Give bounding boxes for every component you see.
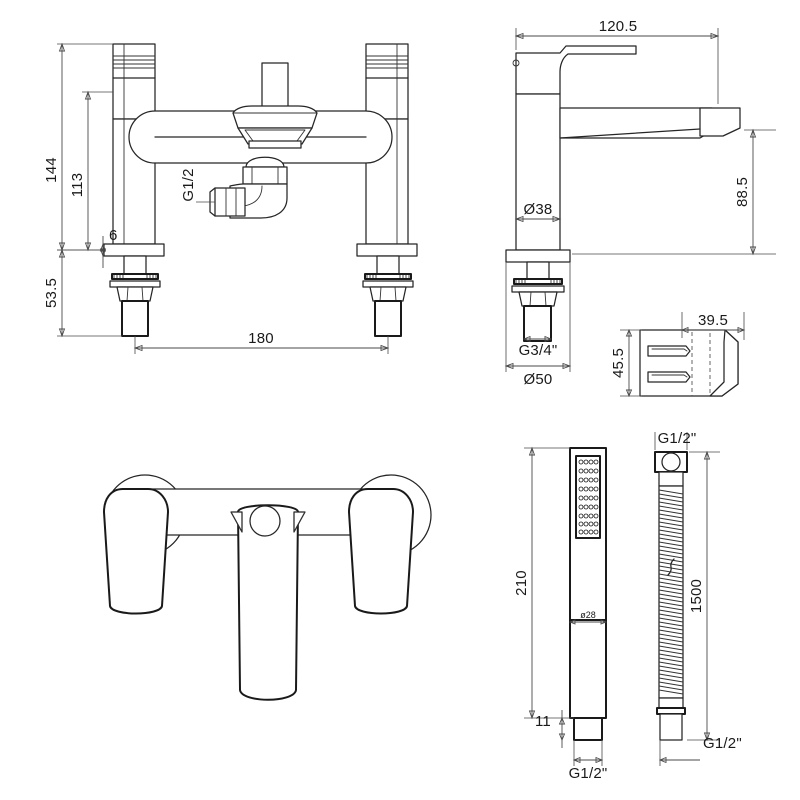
dim-od38: Ø38 — [524, 201, 553, 218]
dimensions-hose: G1/2" 1500 G1/2" — [654, 430, 742, 766]
dim-1500: 1500 — [688, 579, 705, 613]
view-hose: G1/2" 1500 G1/2" — [654, 430, 742, 766]
dim-39-5: 39.5 — [698, 312, 728, 329]
view-front-elevation: 144 113 6 53.5 180 — [43, 42, 418, 354]
dimensions-side-elevation: 120.5 88.5 Ø38 G3/4" Ø50 — [504, 18, 776, 388]
view-handset: 210 ø28 11 G1/2" — [513, 446, 608, 782]
view-plan — [103, 474, 432, 701]
dim-210: 210 — [513, 570, 530, 596]
dim-g12-outlet: G1/2 — [180, 168, 197, 201]
dim-113: 113 — [69, 173, 86, 198]
dim-11: 11 — [535, 713, 551, 730]
dim-g12-hose-bottom: G1/2" — [703, 735, 742, 752]
shower-outlet-elbow — [209, 156, 288, 219]
dim-180: 180 — [248, 330, 274, 347]
left-mounting-base — [103, 243, 165, 337]
dim-o28: ø28 — [580, 610, 596, 620]
dim-g12-hose-top: G1/2" — [658, 430, 697, 447]
dim-45-5: 45.5 — [610, 348, 627, 378]
dimensions-wall-bracket: 39.5 45.5 — [610, 312, 746, 398]
side-body-spout — [515, 93, 741, 251]
dim-od50: Ø50 — [524, 371, 553, 388]
handset-nozzle-grid — [578, 459, 599, 535]
dim-g34: G3/4" — [519, 342, 558, 359]
view-side-elevation: 120.5 88.5 Ø38 G3/4" Ø50 — [504, 18, 776, 388]
dimensions-handset: 210 ø28 11 G1/2" — [513, 446, 608, 782]
dim-g12-handset: G1/2" — [569, 765, 608, 782]
dim-88-5: 88.5 — [734, 177, 751, 207]
right-mounting-base — [356, 243, 418, 337]
side-lever-handle — [512, 45, 637, 95]
dim-144: 144 — [43, 157, 60, 183]
view-wall-bracket: 39.5 45.5 — [610, 312, 746, 398]
dimensions-front-elevation: 144 113 6 53.5 180 — [43, 42, 390, 354]
dim-6: 6 — [109, 227, 118, 244]
diverter-assembly — [232, 62, 318, 149]
hose-corrugations — [658, 489, 684, 695]
dim-53-5: 53.5 — [43, 278, 60, 308]
dim-120-5: 120.5 — [599, 18, 638, 35]
side-mounting-base — [505, 249, 571, 342]
